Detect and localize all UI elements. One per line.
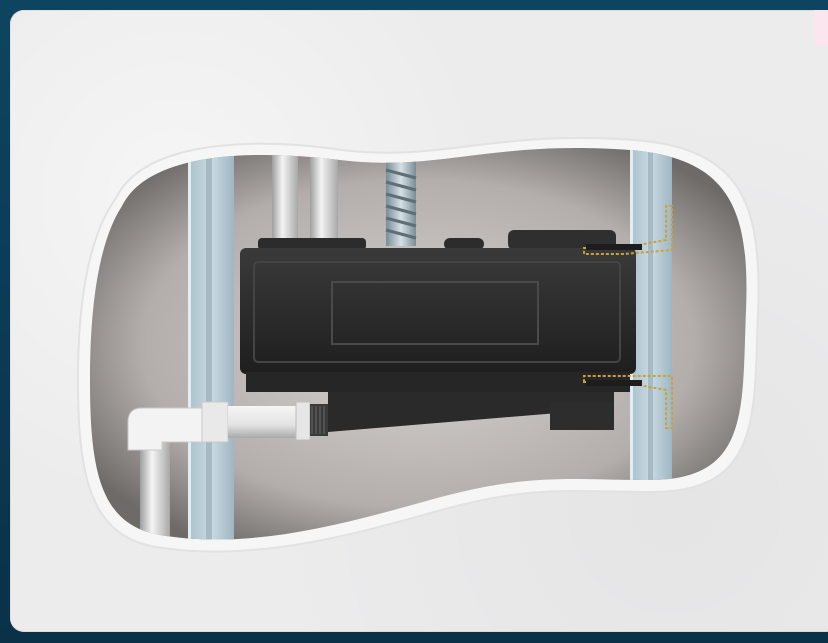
in-wall-box: [240, 230, 636, 432]
illustration-card: [10, 10, 828, 632]
wall-cavity-illustration: [76, 137, 760, 553]
wall-stud-left: [188, 150, 234, 540]
back-pipe-right: [310, 150, 338, 250]
corner-accent: [814, 10, 828, 46]
back-pipe-left: [272, 150, 298, 250]
wall-stud-right: [630, 150, 672, 480]
mounting-bracket-icon: [583, 205, 673, 429]
threaded-rod-icon: [385, 160, 417, 246]
water-pipe-icon: [127, 401, 328, 540]
